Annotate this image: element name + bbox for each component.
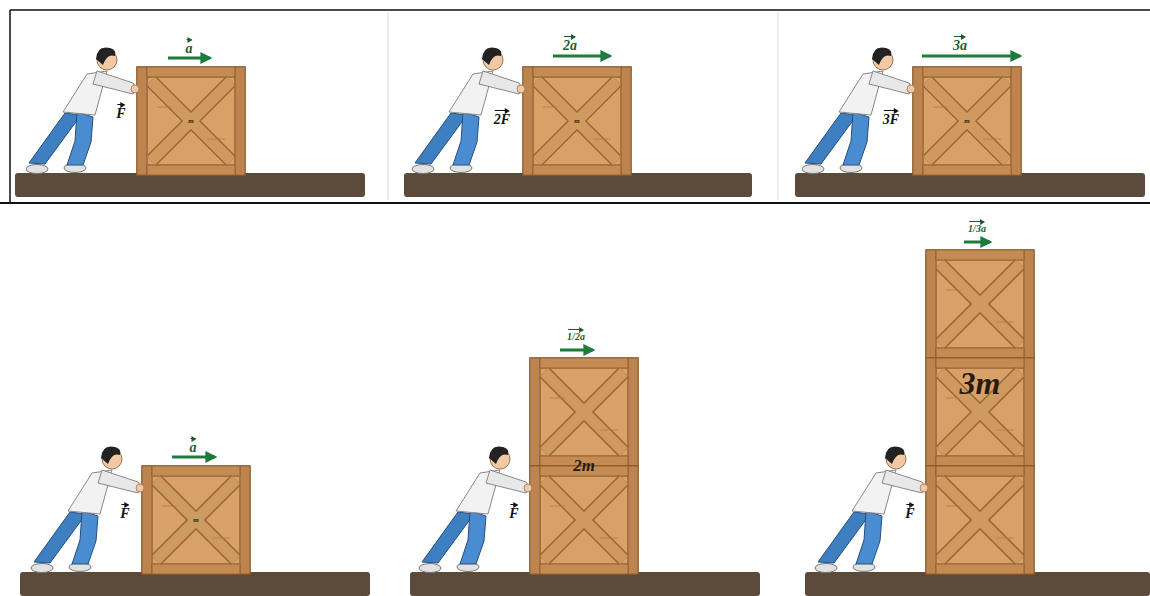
crate-box: m (913, 67, 1021, 175)
frame-line (9, 10, 11, 203)
panel-divider (778, 12, 779, 200)
mass-label: 2m (530, 456, 638, 476)
mass-label: m (523, 117, 631, 125)
person-pushing (815, 446, 928, 572)
crate (913, 67, 1021, 175)
force-label: F (120, 503, 129, 521)
floor (15, 173, 365, 197)
frame-line (0, 202, 1150, 204)
crate (523, 67, 631, 175)
crate (142, 466, 250, 574)
crate (530, 358, 638, 466)
crate (926, 358, 1034, 466)
mass-label: 3m (926, 364, 1034, 401)
crate-box: m (523, 67, 631, 175)
person-pushing (26, 47, 139, 173)
force-label: 3F (883, 109, 899, 127)
acceleration-label: 3a (953, 35, 967, 53)
force-label: F (509, 503, 518, 521)
floor (20, 572, 370, 596)
person-pushing (802, 47, 915, 173)
acceleration-label: a (190, 437, 197, 455)
crate (137, 67, 245, 175)
acceleration-arrow (560, 349, 593, 352)
crate (926, 466, 1034, 574)
mass-label: m (137, 117, 245, 125)
force-label: F (905, 503, 914, 521)
acceleration-label: a (186, 38, 193, 56)
acceleration-label: 1/2a (567, 328, 585, 342)
floor (410, 572, 760, 596)
acceleration-label: 2a (563, 35, 577, 53)
floor (795, 173, 1145, 197)
acceleration-label: 1/3a (968, 220, 986, 234)
frame-line (10, 9, 1150, 11)
person-pushing (412, 47, 525, 173)
person-pushing (419, 446, 532, 572)
acceleration-arrow (553, 55, 610, 58)
mass-label: m (913, 117, 1021, 125)
crate-box: 3m (926, 250, 1034, 574)
acceleration-arrow (964, 241, 990, 244)
panel-divider (388, 12, 389, 200)
crate (530, 466, 638, 574)
crate-box: m (137, 67, 245, 175)
acceleration-arrows (168, 56, 1020, 457)
acceleration-arrow (172, 456, 215, 459)
force-label: 2F (494, 109, 510, 127)
person-pushing (31, 446, 144, 572)
crate-box: m (142, 466, 250, 574)
floor (404, 173, 752, 197)
mass-label: m (142, 516, 250, 524)
acceleration-arrow (922, 55, 1020, 58)
acceleration-arrow (168, 57, 210, 60)
force-label: F (116, 103, 125, 121)
crate (926, 250, 1034, 358)
floor (805, 572, 1150, 596)
floor-group (15, 173, 1150, 596)
crate-box: 2m (530, 358, 638, 574)
